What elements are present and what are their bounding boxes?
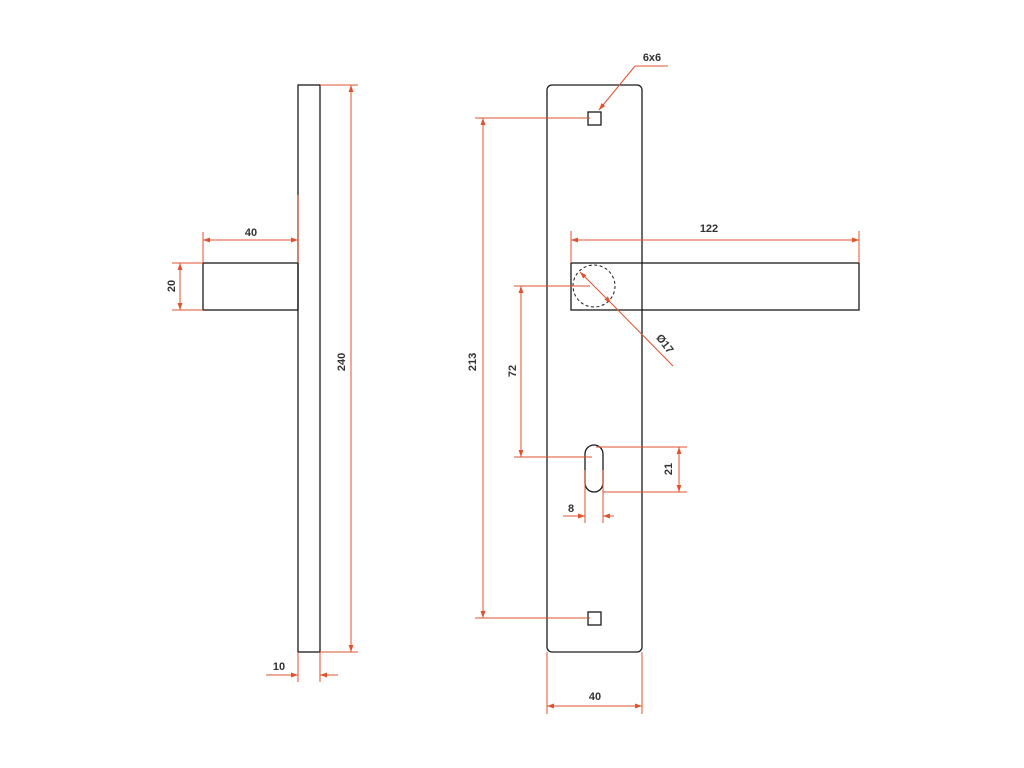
dim-plate-height: 240 (320, 84, 358, 653)
dim-spindle-diameter: Ø17 (579, 271, 675, 367)
label-handle-projection: 40 (245, 227, 257, 239)
label-spindle-diameter: Ø17 (653, 332, 675, 356)
keyhole-slot (584, 444, 604, 493)
label-plate-height: 240 (336, 353, 348, 371)
label-spindle-to-keyhole: 72 (507, 365, 519, 377)
dim-handle-projection: 40 (202, 195, 299, 263)
label-plate-thickness: 10 (273, 661, 285, 673)
side-handle-outline (202, 262, 299, 311)
dim-handle-height: 20 (166, 262, 203, 311)
front-view: 6x6 213 72 122 Ø17 (467, 52, 860, 714)
front-lever-outline (570, 262, 860, 311)
spindle-circle (572, 264, 616, 308)
dim-hole-spacing: 213 (467, 117, 590, 619)
dim-spindle-to-keyhole: 72 (507, 285, 592, 458)
label-lever-length: 122 (700, 223, 718, 235)
dim-screw-hole-size: 6x6 (598, 52, 668, 111)
dim-keyhole-width: 8 (563, 470, 614, 523)
dim-plate-width: 40 (546, 652, 643, 714)
label-hole-spacing: 213 (467, 353, 479, 371)
label-plate-width: 40 (589, 691, 601, 703)
front-plate-outline (546, 84, 643, 653)
side-plate-outline (297, 84, 321, 653)
label-handle-height: 20 (166, 280, 178, 292)
label-screw-hole-size: 6x6 (643, 52, 661, 64)
label-keyhole-width: 8 (568, 503, 574, 515)
dim-keyhole-height: 21 (596, 446, 687, 493)
dim-plate-thickness: 10 (266, 652, 338, 682)
dim-lever-length: 122 (570, 223, 860, 263)
label-keyhole-height: 21 (663, 463, 675, 475)
side-view: 240 10 40 20 (166, 84, 358, 682)
